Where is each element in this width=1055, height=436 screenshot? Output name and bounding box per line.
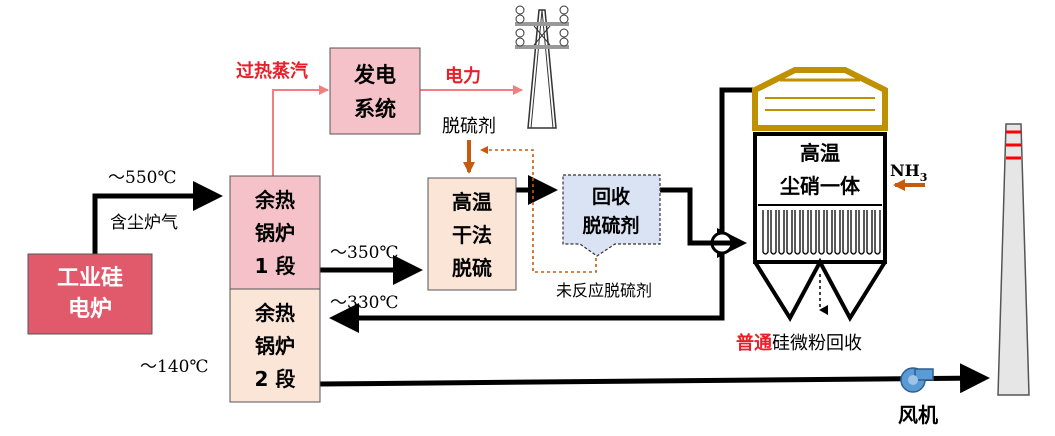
temp-550-label: ～550℃ [108, 168, 176, 188]
filter-unit-icon [752, 67, 888, 322]
filter-bag [858, 210, 865, 255]
dust-gas-label: 含尘炉气 [110, 213, 178, 233]
return-flow-line-330 [329, 87, 755, 333]
desulfurizer-label: 脱硫剂 [442, 116, 496, 137]
recovery-box: 回收 脱硫剂 [562, 174, 661, 257]
desulf-line1: 高温 [452, 190, 492, 214]
unreacted-label: 未反应脱硫剂 [556, 281, 652, 300]
superheated-steam-line [272, 85, 329, 176]
furnace-line2: 电炉 [68, 297, 112, 322]
boiler1-line1: 余热 [254, 188, 295, 212]
flow-line-140 [319, 363, 990, 394]
recovery-line1: 回收 [592, 185, 630, 208]
filter-bag [850, 210, 857, 255]
fan-icon [900, 367, 934, 393]
chimney-icon [997, 123, 1030, 396]
boiler1-line3: 1 段 [255, 254, 296, 278]
temp-140-label: ～140℃ [140, 357, 208, 377]
filter-bag [778, 210, 785, 255]
desulf-line3: 脱硫 [452, 256, 492, 280]
recovery-line2: 脱硫剂 [582, 214, 639, 237]
boiler2-line2: 锅炉 [255, 334, 295, 358]
electricity-label: 电力 [445, 65, 481, 87]
dust-gas-flow-line [92, 181, 223, 254]
filter-bag [794, 210, 801, 255]
boiler2-line3: 2 段 [255, 367, 296, 391]
filter-bag [818, 210, 825, 255]
superheated-steam-label: 过热蒸汽 [236, 60, 308, 82]
silica-recovery-label: 普通硅微粉回收 [736, 332, 862, 354]
furnace-box: 工业硅 电炉 [27, 253, 153, 335]
furnace-line1: 工业硅 [57, 266, 123, 291]
power-system-box: 发电 系统 [329, 47, 421, 135]
boiler2-box: 余热 锅炉 2 段 [229, 288, 321, 403]
power-line2: 系统 [354, 97, 396, 121]
desulf-line2: 干法 [452, 223, 492, 247]
power-line1: 发电 [353, 63, 396, 87]
filter-line2: 尘硝一体 [780, 174, 861, 198]
filter-bag [762, 210, 769, 255]
boiler2-line1: 余热 [254, 301, 295, 325]
filter-line1: 高温 [800, 141, 840, 165]
boiler1-line2: 锅炉 [255, 221, 295, 245]
filter-bag [866, 210, 873, 255]
filter-bag [770, 210, 777, 255]
nh3-label: NH3 [890, 161, 927, 184]
hot-desulf-box: 高温 干法 脱硫 [427, 177, 517, 291]
fan-label: 风机 [898, 403, 938, 427]
temp-350-label: ～350℃ [330, 243, 398, 263]
transmission-tower-icon [515, 5, 569, 129]
filter-bag [834, 210, 841, 255]
temp-330-label: ～330℃ [330, 293, 398, 313]
filter-bag [810, 210, 817, 255]
unreacted-recycle-line [480, 146, 597, 273]
filter-bag [826, 210, 833, 255]
filter-bags [762, 210, 881, 255]
boiler1-box: 余热 锅炉 1 段 [229, 175, 321, 290]
filter-bag [802, 210, 809, 255]
filter-bag [874, 210, 881, 255]
filter-bag [842, 210, 849, 255]
filter-bag [786, 210, 793, 255]
